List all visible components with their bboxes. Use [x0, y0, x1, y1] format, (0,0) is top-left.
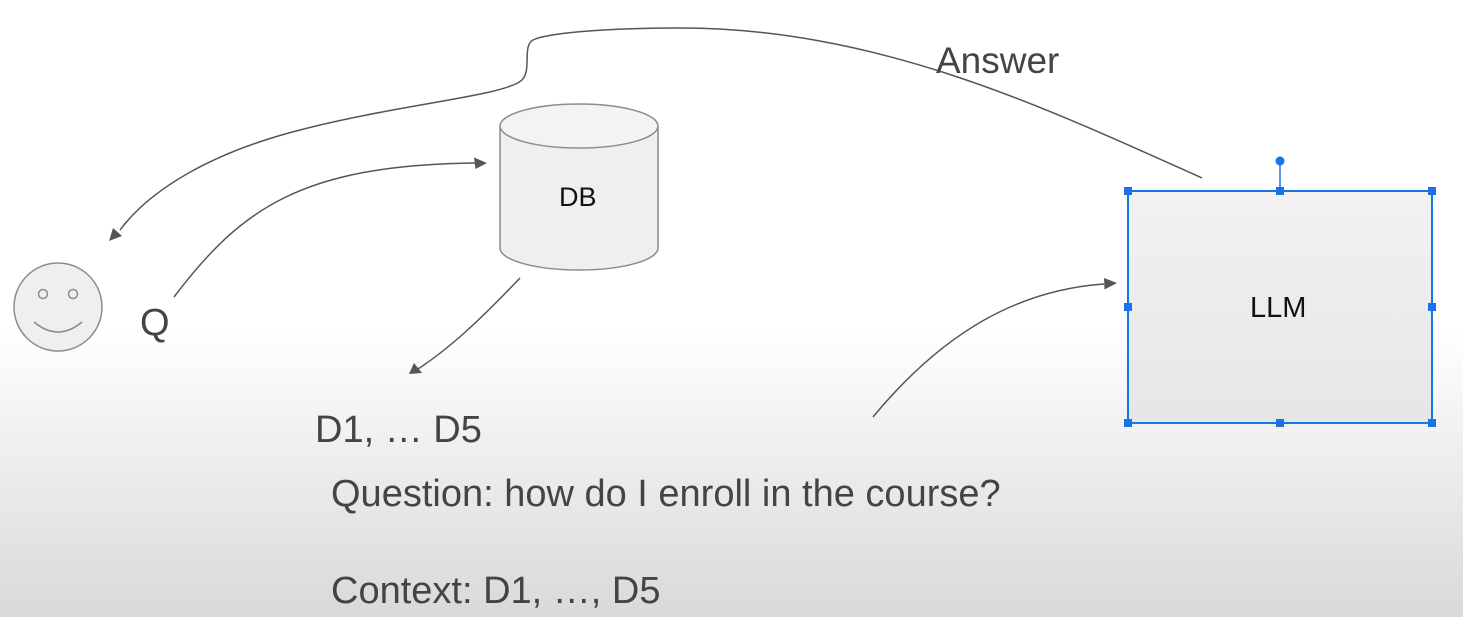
- resize-handle-ne[interactable]: [1428, 187, 1436, 195]
- prompt-context-text: Context: D1, …, D5: [331, 570, 661, 612]
- db-label: DB: [559, 182, 597, 212]
- docs-label: D1, … D5: [315, 409, 482, 451]
- resize-handle-n[interactable]: [1276, 187, 1284, 195]
- arrow-prompt-to-llm[interactable]: [872, 278, 1117, 418]
- arrow-db-to-docs[interactable]: [409, 277, 521, 374]
- llm-label: LLM: [1250, 292, 1307, 324]
- llm-selection-frame[interactable]: [1124, 156, 1436, 428]
- rotate-handle[interactable]: [1275, 156, 1285, 166]
- resize-handle-e[interactable]: [1428, 303, 1436, 311]
- answer-label: Answer: [936, 40, 1060, 81]
- question-short-label: Q: [140, 302, 170, 344]
- resize-handle-w[interactable]: [1124, 303, 1132, 311]
- resize-handle-s[interactable]: [1276, 419, 1284, 427]
- smiley-face-icon: [13, 262, 103, 352]
- arrow-answer-to-user[interactable]: [109, 27, 1203, 241]
- resize-handle-se[interactable]: [1428, 419, 1436, 427]
- resize-handle-sw[interactable]: [1124, 419, 1132, 427]
- arrow-question-to-db[interactable]: [173, 157, 487, 298]
- prompt-question-text: Question: how do I enroll in the course?: [331, 473, 1001, 515]
- resize-handle-nw[interactable]: [1124, 187, 1132, 195]
- db-cylinder[interactable]: [499, 103, 659, 271]
